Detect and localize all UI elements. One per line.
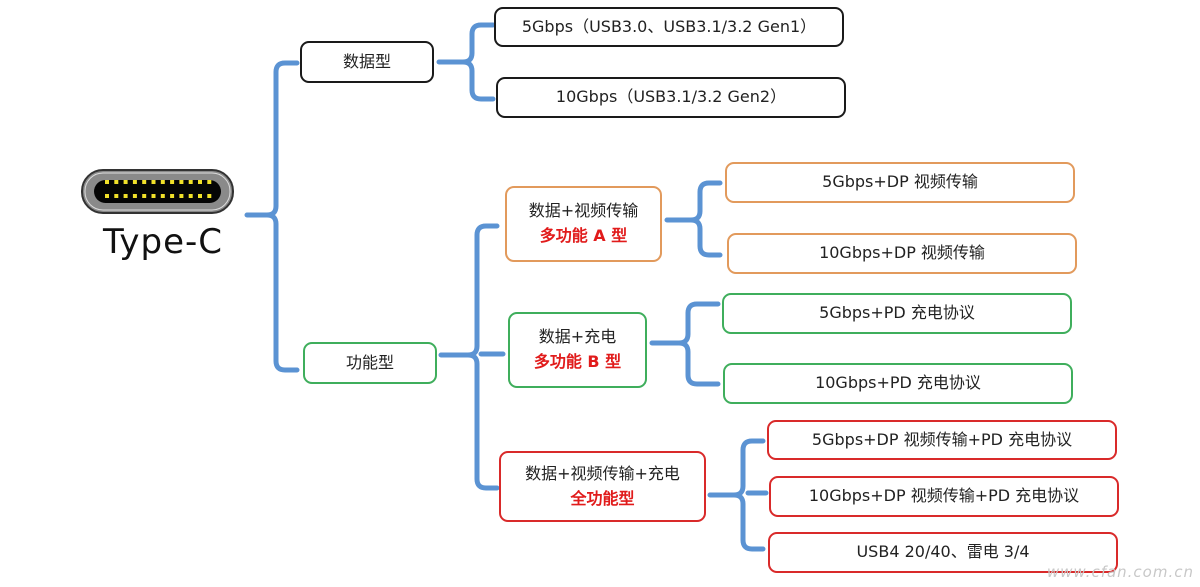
connector-pin: [160, 180, 165, 184]
leaf-label: 10Gbps（USB3.1/3.2 Gen2）: [555, 87, 787, 107]
connector-pin: [142, 180, 147, 184]
branch-function-type[interactable]: 功能型: [303, 342, 437, 384]
leaf-label: 10Gbps+PD 充电协议: [815, 373, 981, 393]
leaf-label: 5Gbps+DP 视频传输+PD 充电协议: [811, 429, 1073, 449]
leaf-label: 5Gbps+PD 充电协议: [819, 303, 975, 323]
leaf-10gbps-usb[interactable]: 10Gbps（USB3.1/3.2 Gen2）: [496, 77, 846, 118]
connector-pin: [151, 180, 156, 184]
connector-pin: [188, 180, 193, 184]
subtype-sub-label: 多功能 A 型: [539, 226, 628, 245]
watermark: www.cfan.com.cn: [1046, 563, 1194, 581]
brace-multifunction-a: [664, 180, 723, 258]
branch-label: 数据型: [342, 51, 391, 71]
leaf-label: 5Gbps（USB3.0、USB3.1/3.2 Gen1）: [521, 16, 817, 36]
subtype-multifunction-a[interactable]: 数据+视频传输 多功能 A 型: [505, 186, 662, 262]
brace-function-type: [438, 223, 506, 491]
connector-pin: [132, 180, 137, 184]
subtype-label: 数据+视频传输+充电: [525, 463, 680, 483]
connector-pin: [198, 194, 202, 198]
leaf-5gbps-usb[interactable]: 5Gbps（USB3.0、USB3.1/3.2 Gen1）: [494, 7, 844, 47]
connector-pin: [198, 180, 202, 184]
subtype-sub-label: 多功能 B 型: [533, 352, 622, 371]
leaf-label: 5Gbps+DP 视频传输: [822, 172, 978, 192]
root-title: Type-C: [102, 222, 224, 262]
subtype-label: 数据+充电: [538, 327, 617, 347]
brace-data-type: [436, 22, 496, 102]
connector-pin: [170, 180, 175, 184]
subtype-label: 数据+视频传输: [528, 201, 639, 221]
leaf-5gbps-dp[interactable]: 5Gbps+DP 视频传输: [725, 162, 1075, 203]
leaf-5gbps-dp-pd[interactable]: 5Gbps+DP 视频传输+PD 充电协议: [767, 420, 1117, 460]
subtype-sub-label: 全功能型: [570, 488, 635, 508]
usb-type-c-connector-icon: [81, 169, 234, 214]
brace-full-function: [707, 438, 769, 552]
leaf-label: 10Gbps+DP 视频传输: [819, 243, 985, 263]
connector-pin: [114, 180, 119, 184]
branch-label: 功能型: [345, 352, 394, 372]
leaf-usb4-thunderbolt[interactable]: USB4 20/40、雷电 3/4: [768, 532, 1118, 573]
leaf-label: USB4 20/40、雷电 3/4: [856, 542, 1030, 562]
connector-pin: [170, 194, 175, 198]
connector-pin: [105, 194, 109, 198]
leaf-10gbps-dp-pd[interactable]: 10Gbps+DP 视频传输+PD 充电协议: [769, 476, 1119, 517]
leaf-10gbps-pd[interactable]: 10Gbps+PD 充电协议: [723, 363, 1073, 404]
leaf-label: 10Gbps+DP 视频传输+PD 充电协议: [808, 486, 1080, 506]
connector-pin: [160, 194, 165, 198]
brace-multifunction-b: [649, 301, 721, 387]
brace-root: [244, 60, 300, 373]
connector-pin: [207, 194, 212, 198]
subtype-full-function[interactable]: 数据+视频传输+充电 全功能型: [499, 451, 706, 522]
leaf-5gbps-pd[interactable]: 5Gbps+PD 充电协议: [722, 293, 1072, 334]
leaf-10gbps-dp[interactable]: 10Gbps+DP 视频传输: [727, 233, 1077, 274]
connector-pin: [179, 194, 184, 198]
branch-data-type[interactable]: 数据型: [300, 41, 434, 83]
connector-pin: [123, 194, 128, 198]
connector-pin: [105, 180, 109, 184]
connector-pin: [132, 194, 137, 198]
connector-pin: [114, 194, 119, 198]
connector-pin: [142, 194, 147, 198]
connector-pin: [123, 180, 128, 184]
subtype-multifunction-b[interactable]: 数据+充电 多功能 B 型: [508, 312, 647, 388]
connector-pin: [179, 180, 184, 184]
connector-pin: [188, 194, 193, 198]
connector-pin: [207, 180, 212, 184]
connector-pin: [151, 194, 156, 198]
